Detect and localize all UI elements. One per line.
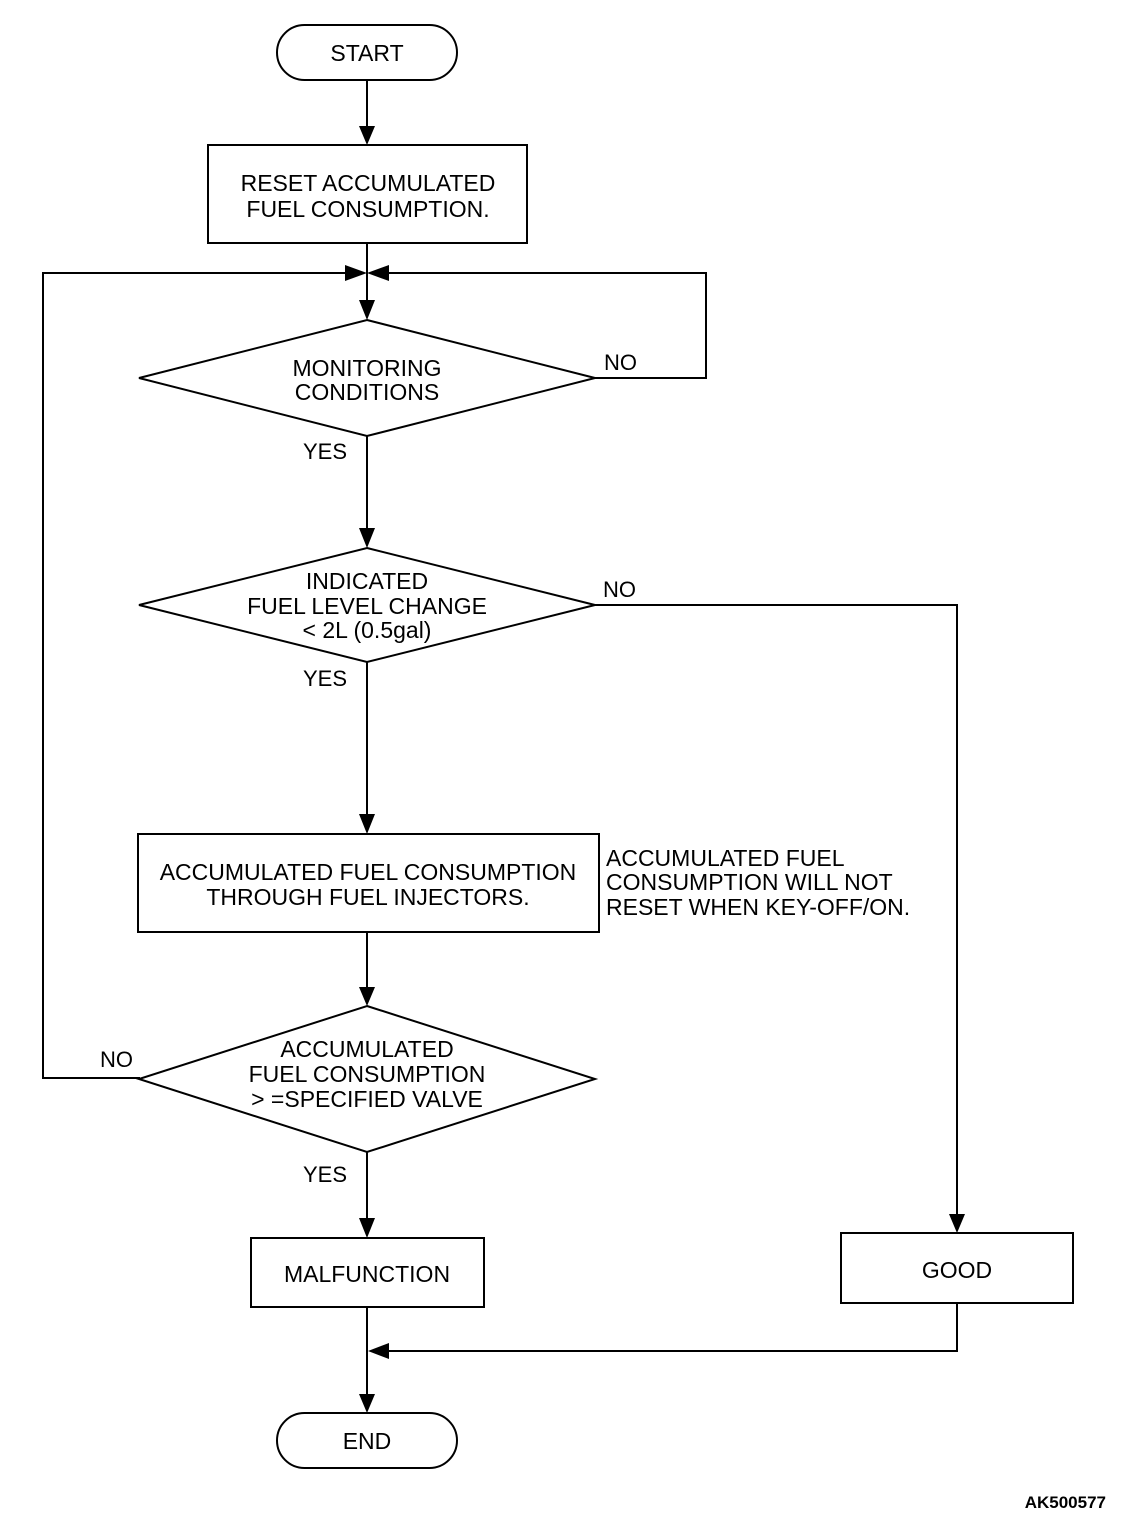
malfunction-label: MALFUNCTION <box>284 1261 450 1287</box>
arrowhead-down <box>359 1394 375 1413</box>
malfunction-box: MALFUNCTION <box>250 1237 485 1308</box>
arrowhead-down <box>949 1214 965 1233</box>
arrowhead-down <box>359 126 375 145</box>
threshold-line-1: ACCUMULATED <box>280 1036 453 1062</box>
fuel-level-yes-label: YES <box>303 666 347 691</box>
end-label: END <box>343 1428 392 1454</box>
monitoring-no-label: NO <box>604 350 637 375</box>
fuel-level-line-3: < 2L (0.5gal) <box>303 617 432 643</box>
threshold-yes-label: YES <box>303 1162 347 1187</box>
arrowhead-left <box>368 1343 389 1359</box>
end-terminal: END <box>276 1412 458 1469</box>
arrowhead-right <box>345 265 367 281</box>
arrowhead-down <box>359 1218 375 1238</box>
accumulated-consumption-box: ACCUMULATED FUEL CONSUMPTION THROUGH FUE… <box>137 833 600 933</box>
accumulated-line-2: THROUGH FUEL INJECTORS. <box>206 884 529 910</box>
start-terminal: START <box>276 24 458 81</box>
threshold-no-label: NO <box>100 1047 133 1072</box>
accumulated-line-1: ACCUMULATED FUEL CONSUMPTION <box>160 859 577 885</box>
fuel-level-change-decision: INDICATED FUEL LEVEL CHANGE < 2L (0.5gal… <box>138 546 596 664</box>
start-label: START <box>330 40 403 66</box>
fuel-level-line-2: FUEL LEVEL CHANGE <box>247 593 487 619</box>
reset-accumulated-box: RESET ACCUMULATED FUEL CONSUMPTION. <box>207 144 528 244</box>
threshold-line-2: FUEL CONSUMPTION <box>249 1061 486 1087</box>
monitoring-line-1: MONITORING <box>292 355 441 381</box>
monitoring-yes-label: YES <box>303 439 347 464</box>
arrowhead-down <box>359 528 375 548</box>
reset-line-1: RESET ACCUMULATED <box>241 170 496 196</box>
arrowhead-down <box>359 987 375 1006</box>
threshold-line-3: > =SPECIFIED VALVE <box>251 1086 483 1112</box>
connectors <box>42 80 958 1394</box>
note-line-2: CONSUMPTION WILL NOT <box>606 869 893 895</box>
good-box: GOOD <box>840 1232 1074 1304</box>
good-label: GOOD <box>922 1257 992 1283</box>
figure-code: AK500577 <box>1025 1493 1106 1512</box>
arrowhead-down <box>359 814 375 834</box>
arrowhead-left <box>367 265 389 281</box>
note-line-3: RESET WHEN KEY-OFF/ON. <box>606 894 910 920</box>
arrowhead-down <box>359 300 375 320</box>
monitoring-conditions-decision: MONITORING CONDITIONS <box>138 318 596 438</box>
note-line-1: ACCUMULATED FUEL <box>606 845 845 871</box>
fuel-level-no-label: NO <box>603 577 636 602</box>
specified-value-decision: ACCUMULATED FUEL CONSUMPTION > =SPECIFIE… <box>135 1004 599 1154</box>
arrowheads <box>345 126 965 1413</box>
fuel-level-line-1: INDICATED <box>306 568 428 594</box>
reset-line-2: FUEL CONSUMPTION. <box>246 196 489 222</box>
key-off-note: ACCUMULATED FUEL CONSUMPTION WILL NOT RE… <box>606 845 910 920</box>
monitoring-line-2: CONDITIONS <box>295 379 439 405</box>
